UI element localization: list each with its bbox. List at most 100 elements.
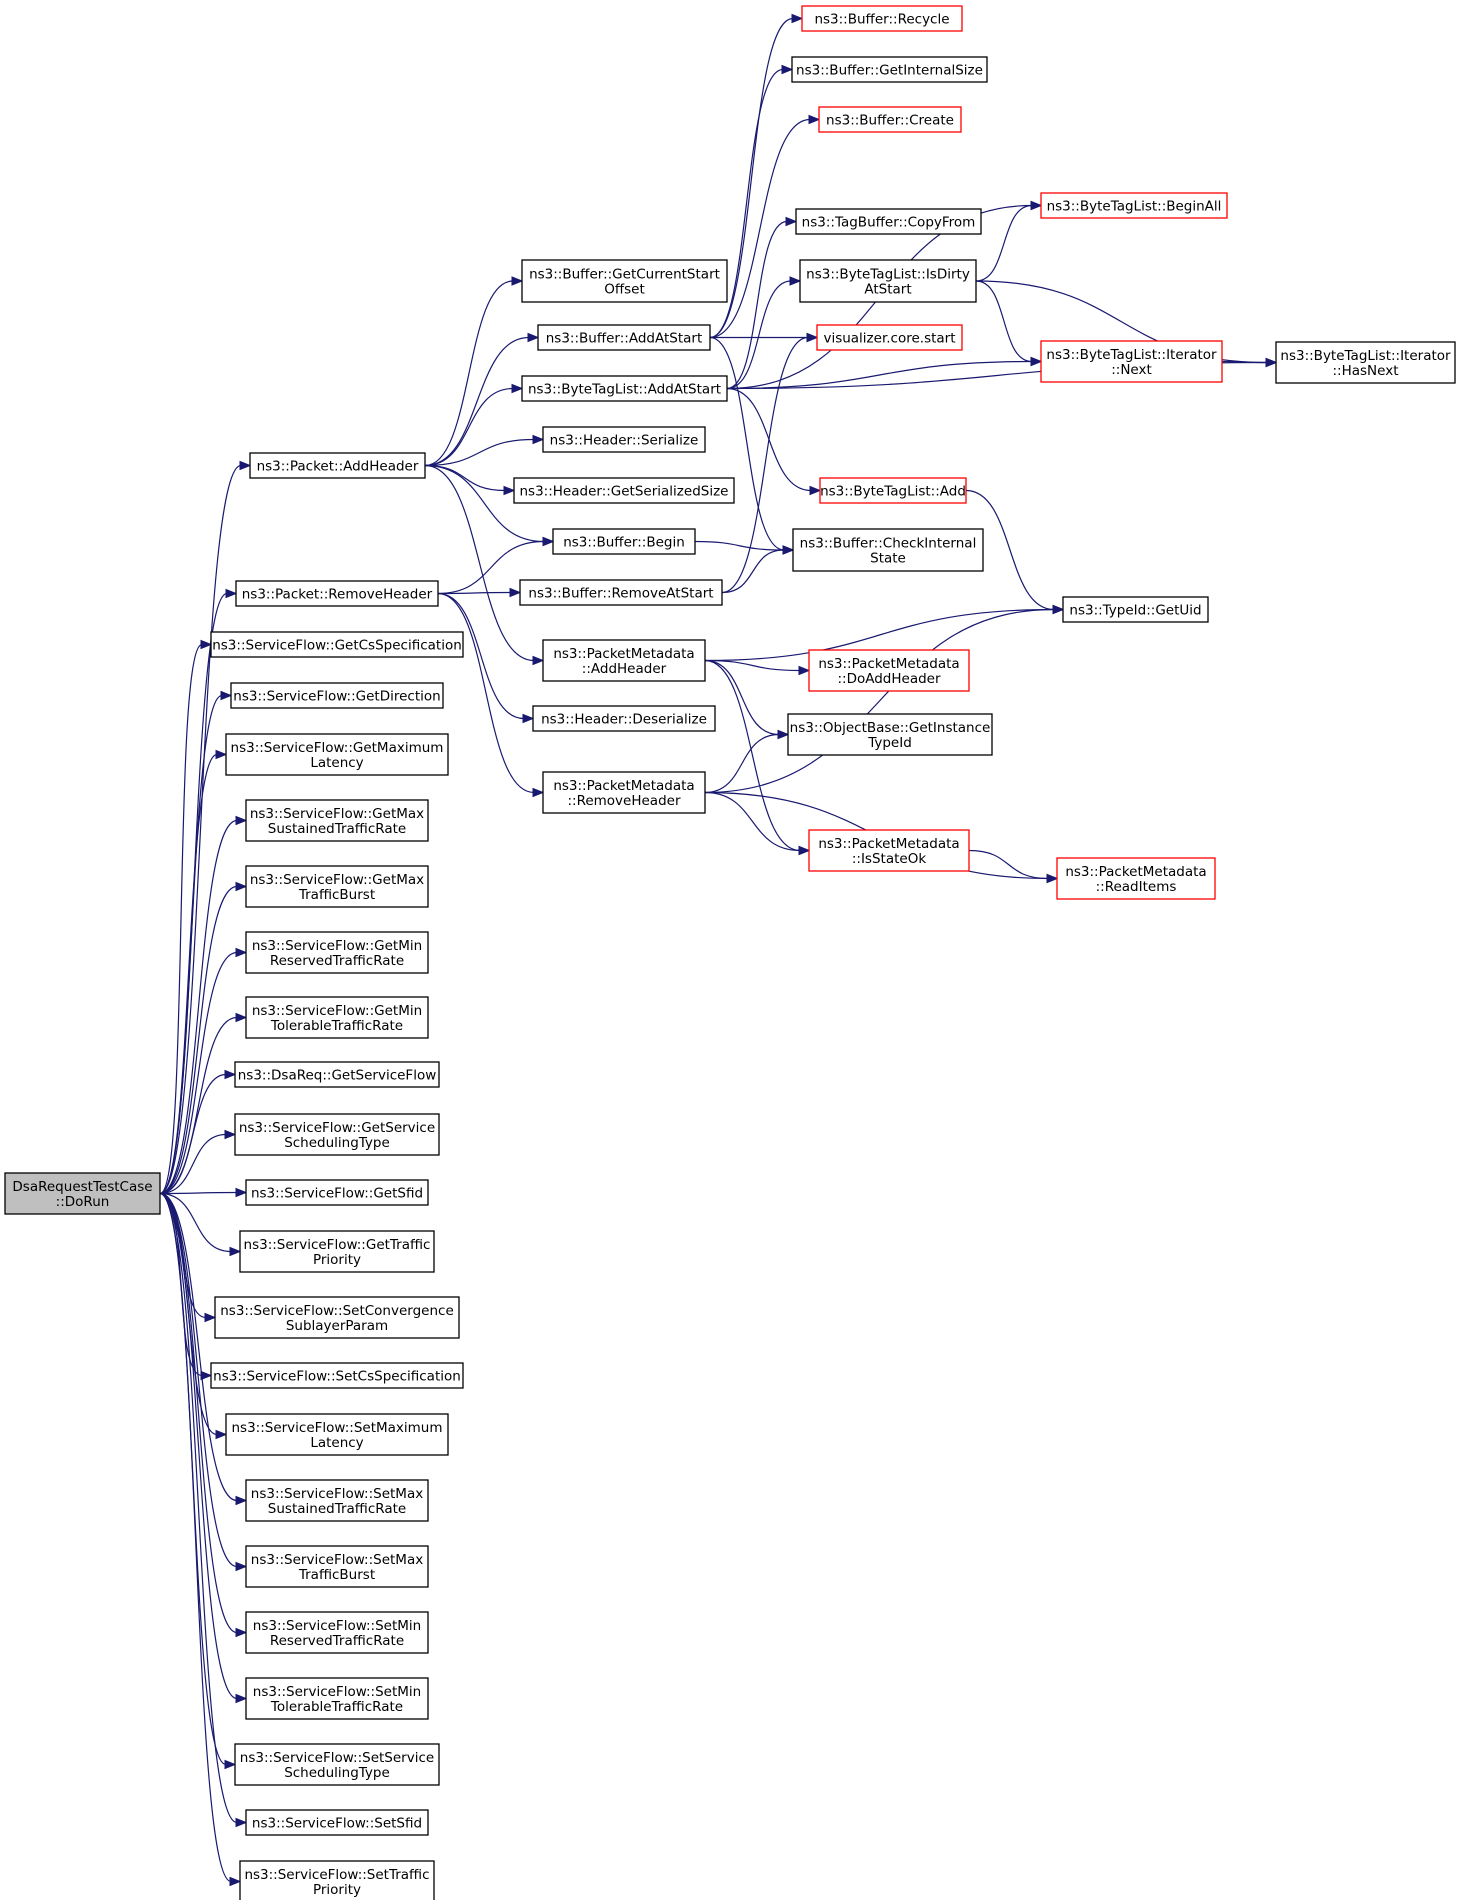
node-label-line: ns3::ServiceFlow::GetMax (250, 806, 424, 822)
node-sf-setminreserved[interactable]: ns3::ServiceFlow::SetMinReservedTrafficR… (245, 1611, 429, 1654)
node-sf-getmintolerable[interactable]: ns3::ServiceFlow::GetMinTolerableTraffic… (245, 996, 429, 1039)
node-pkt-addheader[interactable]: ns3::Packet::AddHeader (249, 452, 426, 479)
arrowhead-icon (235, 947, 248, 958)
node-buf-begin[interactable]: ns3::Buffer::Begin (552, 528, 696, 555)
node-sf-setconv[interactable]: ns3::ServiceFlow::SetConvergenceSublayer… (214, 1296, 460, 1339)
edge-line (159, 753, 218, 1195)
edge-line (159, 464, 242, 1195)
node-label-line: Priority (313, 1882, 361, 1898)
node-label-line: ReservedTrafficRate (270, 1633, 404, 1649)
node-label-line: ns3::ServiceFlow::GetMin (252, 938, 422, 954)
edge-root-to-pkt-addheader (159, 460, 252, 1195)
node-label-line: Latency (310, 755, 363, 771)
edge-btl-iter-next-to-btl-iter-hasnext (1221, 357, 1278, 368)
node-btl-iter-next[interactable]: ns3::ByteTagList::Iterator::Next (1040, 340, 1223, 383)
node-hdr-serialize[interactable]: ns3::Header::Serialize (542, 426, 706, 453)
node-buf-addatstart[interactable]: ns3::Buffer::AddAtStart (537, 324, 711, 351)
edge-line (694, 540, 785, 551)
node-buf-getintsize[interactable]: ns3::Buffer::GetInternalSize (791, 56, 988, 83)
node-label-line: TypeId (867, 735, 912, 751)
node-sf-getmaxsustained[interactable]: ns3::ServiceFlow::GetMaxSustainedTraffic… (245, 799, 429, 842)
node-label-line: ns3::Buffer::RemoveAtStart (528, 586, 713, 602)
node-buf-create[interactable]: ns3::Buffer::Create (818, 106, 962, 133)
node-buf-recycle[interactable]: ns3::Buffer::Recycle (801, 5, 963, 32)
node-sf-setsfid[interactable]: ns3::ServiceFlow::SetSfid (245, 1809, 429, 1836)
node-pm-removeheader[interactable]: ns3::PacketMetadata::RemoveHeader (542, 771, 706, 814)
node-btl-addatstart[interactable]: ns3::ByteTagList::AddAtStart (521, 375, 728, 402)
edge-buf-addatstart-to-buf-create (709, 114, 821, 339)
node-box (245, 1809, 429, 1836)
node-tid-getuid[interactable]: ns3::TypeId::GetUid (1062, 596, 1209, 623)
node-box (245, 996, 429, 1039)
edge-line (159, 1192, 238, 1502)
node-label-line: ns3::Packet::RemoveHeader (242, 587, 433, 603)
node-pkt-removeheader[interactable]: ns3::Packet::RemoveHeader (235, 580, 439, 607)
node-label-line: TolerableTrafficRate (270, 1018, 403, 1034)
node-label-line: ns3::ObjectBase::GetInstance (790, 720, 991, 736)
node-btl-iter-hasnext[interactable]: ns3::ByteTagList::Iterator::HasNext (1275, 341, 1456, 384)
arrowhead-icon (798, 845, 811, 856)
node-btl-add[interactable]: ns3::ByteTagList::Add (819, 477, 967, 504)
node-sf-setcsspec[interactable]: ns3::ServiceFlow::SetCsSpecification (210, 1362, 464, 1389)
node-label-line: TolerableTrafficRate (270, 1699, 403, 1715)
arrowhead-icon (220, 690, 233, 701)
edge-root-to-sf-getcsspec (159, 639, 213, 1195)
edge-line (975, 280, 1033, 363)
arrowhead-icon (781, 64, 794, 75)
node-buf-removeatstart[interactable]: ns3::Buffer::RemoveAtStart (519, 579, 723, 606)
node-sf-setmintolerable[interactable]: ns3::ServiceFlow::SetMinTolerableTraffic… (245, 1677, 429, 1720)
node-sf-getminreserved[interactable]: ns3::ServiceFlow::GetMinReservedTrafficR… (245, 931, 429, 974)
node-hdr-deserialize[interactable]: ns3::Header::Deserialize (532, 705, 716, 732)
node-sf-getdirection[interactable]: ns3::ServiceFlow::GetDirection (230, 682, 444, 709)
edge-line (1221, 360, 1268, 364)
node-dsareq-getsf[interactable]: ns3::DsaReq::GetServiceFlow (234, 1061, 440, 1088)
node-vis-core-start[interactable]: visualizer.core.start (816, 324, 963, 351)
edge-line (159, 1192, 238, 1824)
node-box (818, 106, 962, 133)
edge-pm-removeheader-to-pm-isstateok (704, 791, 811, 856)
node-pm-isstateok[interactable]: ns3::PacketMetadata::IsStateOk (808, 829, 970, 872)
node-sf-setsched[interactable]: ns3::ServiceFlow::SetServiceSchedulingTy… (234, 1743, 440, 1786)
node-box (808, 829, 970, 872)
node-sf-getcsspec[interactable]: ns3::ServiceFlow::GetCsSpecification (210, 631, 464, 658)
node-box (808, 649, 970, 692)
edge-line (704, 659, 801, 852)
node-sf-setmaxsustained[interactable]: ns3::ServiceFlow::SetMaxSustainedTraffic… (245, 1479, 429, 1522)
node-box (532, 705, 716, 732)
node-label-line: SublayerParam (286, 1318, 388, 1334)
node-label-line: ::DoAddHeader (837, 671, 940, 687)
node-box (513, 477, 735, 504)
node-pm-readitems[interactable]: ns3::PacketMetadata::ReadItems (1056, 857, 1216, 900)
node-sf-getsched[interactable]: ns3::ServiceFlow::GetServiceSchedulingTy… (234, 1113, 440, 1156)
edge-line (159, 885, 238, 1195)
edge-line (424, 280, 514, 467)
node-pm-doaddheader[interactable]: ns3::PacketMetadata::DoAddHeader (808, 649, 970, 692)
arrowhead-icon (204, 1312, 217, 1323)
node-label-line: ns3::ServiceFlow::SetMin (253, 1684, 421, 1700)
node-label-line: ns3::TypeId::GetUid (1069, 603, 1201, 619)
node-pm-addheader[interactable]: ns3::PacketMetadata::AddHeader (542, 639, 706, 682)
node-label-line: ns3::ServiceFlow::GetCsSpecification (212, 638, 462, 654)
node-hdr-getsersize[interactable]: ns3::Header::GetSerializedSize (513, 477, 735, 504)
node-root[interactable]: DsaRequestTestCase::DoRun (4, 1172, 161, 1215)
node-tagbuf-copyfrom[interactable]: ns3::TagBuffer::CopyFrom (795, 208, 982, 235)
node-sf-getsfid[interactable]: ns3::ServiceFlow::GetSfid (245, 1179, 429, 1206)
node-box (816, 324, 963, 351)
node-btl-beginall[interactable]: ns3::ByteTagList::BeginAll (1040, 192, 1228, 219)
node-box (245, 1677, 429, 1720)
node-label-line: ns3::ServiceFlow::SetMaximum (231, 1420, 442, 1436)
edge-pm-addheader-to-pm-isstateok (704, 659, 811, 856)
edge-btl-addatstart-to-btl-iter-next (726, 356, 1043, 390)
node-box (225, 733, 449, 776)
arrowhead-icon (777, 729, 790, 740)
